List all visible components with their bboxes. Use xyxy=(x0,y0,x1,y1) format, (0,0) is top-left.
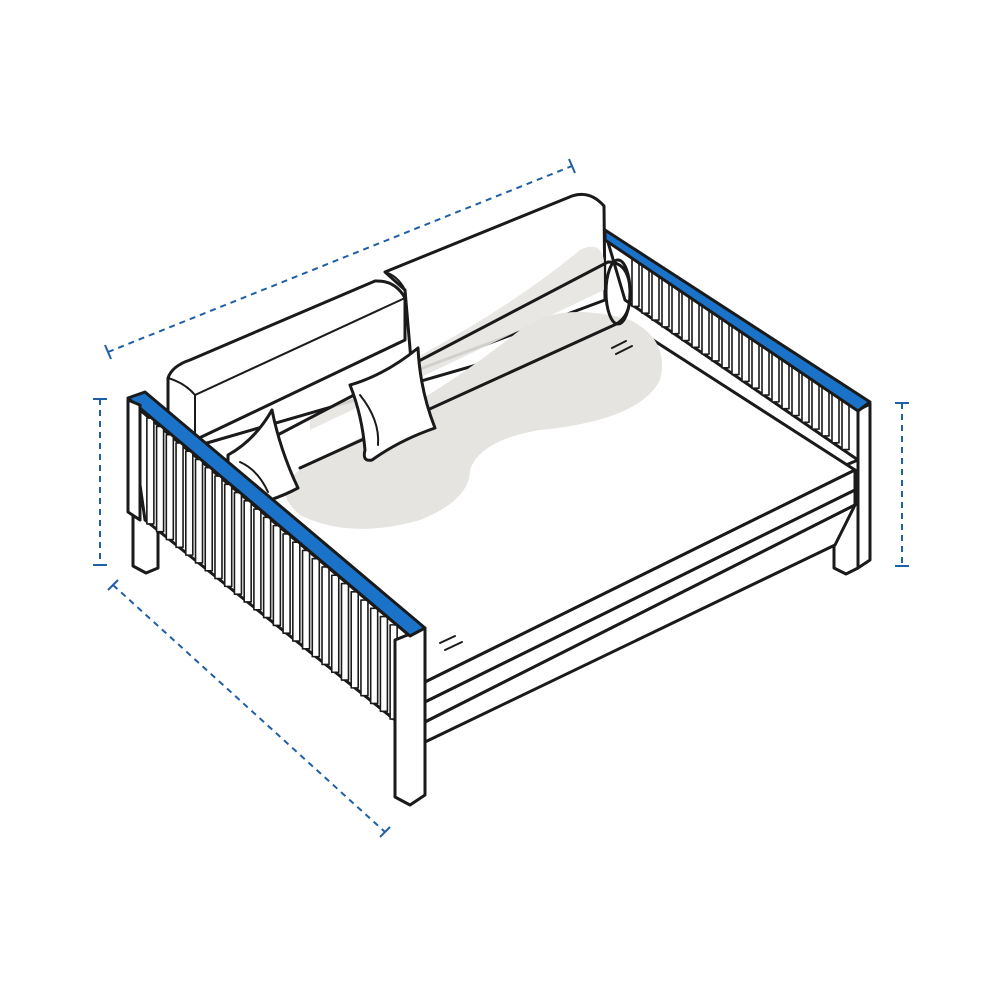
left-arm-slat xyxy=(262,516,272,619)
left-arm-slat xyxy=(340,582,350,681)
left-arm-slat xyxy=(321,566,330,666)
left-arm-slat xyxy=(243,500,252,603)
front-left-leg xyxy=(393,626,427,807)
right-arm xyxy=(603,228,872,570)
left-arm-slat xyxy=(292,541,301,642)
left-arm-slat xyxy=(214,475,223,580)
left-arm-slat xyxy=(282,533,291,635)
depth-tick-start xyxy=(107,579,119,591)
left-arm-slat xyxy=(350,590,360,689)
width-dimension-tick-right xyxy=(568,158,576,174)
left-arm-slat xyxy=(155,425,165,533)
dimension-lines xyxy=(93,158,909,838)
width-dimension-tick-left xyxy=(104,344,112,360)
left-arm-slat xyxy=(369,607,379,705)
left-arm-slat xyxy=(184,450,194,556)
left-arm-slat xyxy=(233,491,243,595)
left-arm-slat xyxy=(311,557,321,658)
left-arm-slat xyxy=(194,458,204,564)
depth-tick-end xyxy=(379,826,391,838)
cushion-shadow xyxy=(285,312,662,529)
left-arm xyxy=(126,390,427,807)
left-arm-slat xyxy=(330,574,340,674)
left-arm-slat xyxy=(146,417,155,525)
left-arm-slat xyxy=(272,524,282,627)
left-arm-top-rail xyxy=(126,390,427,638)
stitch-marks xyxy=(439,340,633,651)
left-arm-slat xyxy=(223,483,233,588)
left-arm-back-post xyxy=(126,398,142,522)
left-arm-slat xyxy=(301,549,311,650)
left-arm-slat xyxy=(253,508,262,611)
left-arm-slat xyxy=(360,599,369,697)
left-arm-slat xyxy=(204,466,214,572)
backrest-cushions xyxy=(166,192,607,442)
left-arm-slat xyxy=(379,615,389,713)
left-arm-slat xyxy=(175,442,184,549)
backrest-cushion-right xyxy=(383,192,607,374)
right-arm-post xyxy=(856,402,872,570)
throw-pillow-right xyxy=(348,346,437,462)
bolster-pillow xyxy=(266,258,632,470)
left-arm-slat xyxy=(165,433,175,541)
